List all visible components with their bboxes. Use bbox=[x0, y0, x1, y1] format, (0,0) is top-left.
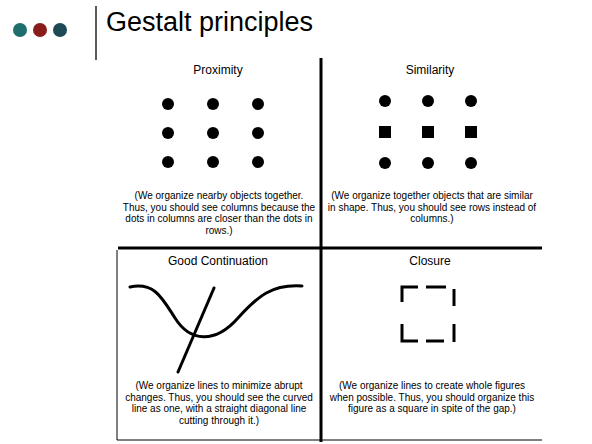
quadrant-dividers bbox=[117, 58, 542, 442]
principle-heading: Proximity bbox=[130, 63, 306, 77]
continuation-figure bbox=[130, 286, 302, 372]
principle-note: (We organize nearby objects together. Th… bbox=[121, 190, 317, 236]
closure-figure bbox=[402, 287, 454, 342]
title-rule bbox=[95, 6, 97, 60]
principle-note: (We organize lines to minimize abrupt ch… bbox=[121, 380, 317, 426]
principle-heading: Good Continuation bbox=[130, 254, 306, 268]
slide-title: Gestalt principles bbox=[106, 8, 406, 38]
principle-note: (We organize together objects that are s… bbox=[327, 190, 537, 225]
principle-heading: Closure bbox=[340, 254, 520, 268]
principle-heading: Similarity bbox=[340, 63, 520, 77]
principle-note: (We organize lines to create whole figur… bbox=[327, 380, 537, 415]
bullet-dots bbox=[13, 23, 67, 37]
proximity-dots bbox=[162, 98, 264, 168]
similarity-shapes bbox=[379, 95, 477, 169]
